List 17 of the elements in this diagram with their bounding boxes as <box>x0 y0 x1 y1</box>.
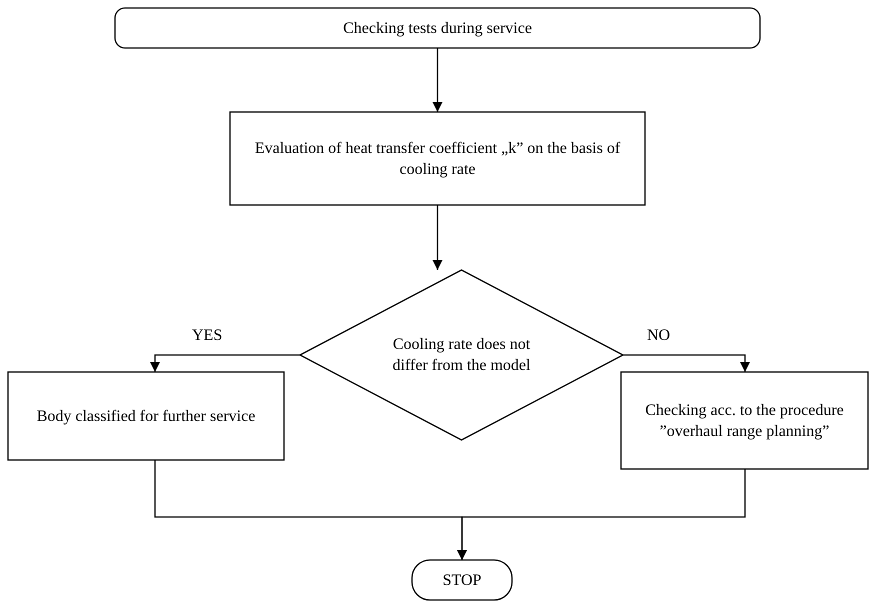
process-box <box>621 372 868 469</box>
process-box <box>8 372 284 460</box>
node-text: Body classified for further service <box>36 406 256 426</box>
terminal-box <box>412 560 512 600</box>
node-text: Checking acc. to the procedure ”overhaul range planning” <box>644 400 845 442</box>
node-text: STOP <box>442 570 482 590</box>
arrow <box>457 469 746 560</box>
node-text: Checking tests during service <box>342 18 533 38</box>
start-box <box>115 8 760 48</box>
arrow <box>623 354 750 372</box>
arrow <box>432 205 442 270</box>
node-text: Cooling rate does not differ from the model <box>392 335 532 376</box>
arrow <box>150 354 300 372</box>
process-box <box>230 112 645 205</box>
decision-diamond <box>300 270 623 440</box>
node-text: Evaluation of heat transfer coefficient „k” on the basis of cooling rate <box>254 138 622 180</box>
arrow <box>432 48 442 112</box>
